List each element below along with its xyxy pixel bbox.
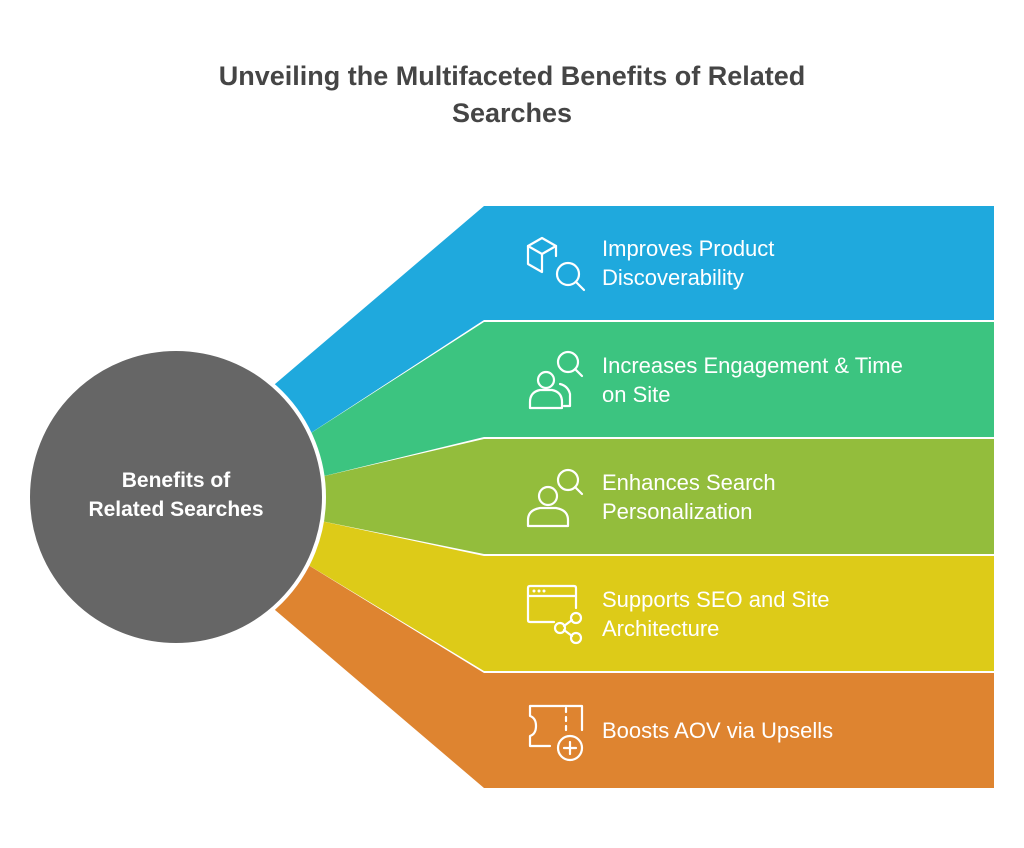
branch-3-line-1: Enhances Search (602, 470, 776, 495)
ticket-plus-icon (528, 704, 584, 762)
center-label: Benefits of Related Searches (40, 466, 312, 524)
branch-3-line-2: Personalization (602, 499, 753, 524)
branch-label-5: Boosts AOV via Upsells (602, 716, 982, 745)
diagram-title: Unveiling the Multifaceted Benefits of R… (0, 58, 1024, 132)
branch-label-3: Enhances Search Personalization (602, 468, 982, 526)
branch-label-4: Supports SEO and Site Architecture (602, 585, 982, 643)
branch-4-line-2: Architecture (602, 616, 720, 641)
users-search-icon (528, 350, 584, 410)
title-line-2: Searches (451, 98, 573, 128)
branch-band-2 (300, 322, 994, 478)
branch-band-3 (316, 439, 994, 554)
branch-band-1 (268, 206, 994, 440)
center-label-line-2: Related Searches (88, 498, 264, 521)
branch-1-line-1: Improves Product (602, 236, 775, 261)
user-search-icon (526, 468, 584, 528)
branch-1-line-2: Discoverability (602, 265, 744, 290)
branch-label-2: Increases Engagement & Time on Site (602, 351, 982, 409)
browser-share-icon (526, 584, 583, 645)
center-circle (26, 347, 326, 647)
branch-band-4 (300, 520, 994, 671)
branch-4-line-1: Supports SEO and Site (602, 587, 830, 612)
branch-2-line-1: Increases Engagement & Time (602, 353, 903, 378)
branch-band-5 (268, 560, 994, 788)
branch-label-1: Improves Product Discoverability (602, 234, 982, 292)
title-line-1: Unveiling the Multifaceted Benefits of R… (218, 61, 806, 91)
center-label-line-1: Benefits of (121, 469, 231, 492)
branch-5-line-1: Boosts AOV via Upsells (602, 718, 834, 743)
box-search-icon (526, 236, 586, 292)
branch-2-line-2: on Site (602, 382, 671, 407)
